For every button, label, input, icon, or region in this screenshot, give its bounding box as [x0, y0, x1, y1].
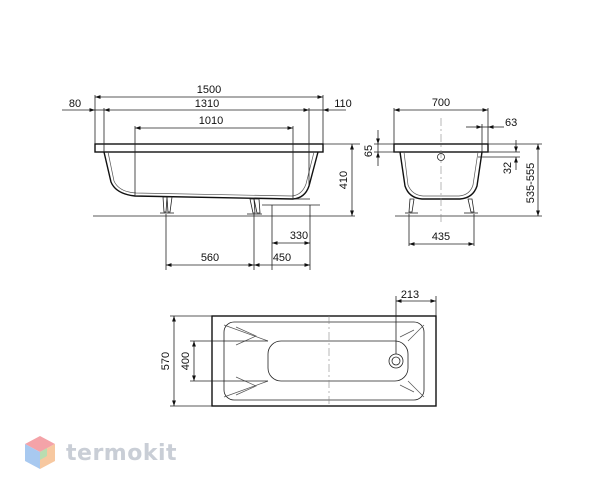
- dim-32: 32: [502, 162, 514, 174]
- dim-700: 700: [432, 97, 450, 109]
- side-tub-body: [103, 151, 319, 200]
- dim-110: 110: [334, 98, 352, 110]
- dim-1500: 1500: [197, 84, 221, 96]
- dim-1310: 1310: [195, 98, 219, 110]
- dim-435: 435: [432, 231, 450, 243]
- drain-outer: [388, 353, 404, 369]
- side-view: 1500 80 1310 110 1010 410 330 560 450: [62, 84, 360, 270]
- dim-535-555: 535-555: [525, 163, 537, 203]
- top-bottom-area: [267, 340, 409, 382]
- dim-450: 450: [273, 252, 291, 264]
- dim-330: 330: [290, 230, 308, 242]
- dim-410: 410: [338, 171, 350, 189]
- front-view: 700 63 65 32 535-555 435: [363, 97, 542, 246]
- front-right-leg: [467, 198, 475, 213]
- dim-63: 63: [505, 117, 517, 129]
- dim-80: 80: [69, 98, 81, 110]
- drain-inner: [391, 356, 401, 366]
- watermark-text: termokit: [66, 440, 178, 466]
- right-leg: [247, 198, 262, 215]
- front-left-leg: [408, 198, 415, 213]
- dim-400: 400: [180, 352, 192, 370]
- front-tub-inner: [403, 151, 479, 197]
- top-outer-rim: [211, 315, 437, 407]
- dim-213: 213: [401, 289, 419, 301]
- top-inner-basin: [223, 321, 425, 401]
- left-leg: [160, 196, 174, 214]
- top-view: 213 570 400: [160, 289, 437, 407]
- overflow-hole: [437, 153, 445, 161]
- brand-watermark: termokit: [22, 433, 177, 473]
- dim-560: 560: [201, 252, 219, 264]
- dim-65: 65: [363, 145, 375, 157]
- dim-1010: 1010: [199, 115, 223, 127]
- side-rim: [94, 143, 324, 153]
- cube-logo-icon: [25, 436, 55, 469]
- side-tub-inner: [107, 151, 315, 197]
- dim-570: 570: [160, 352, 172, 370]
